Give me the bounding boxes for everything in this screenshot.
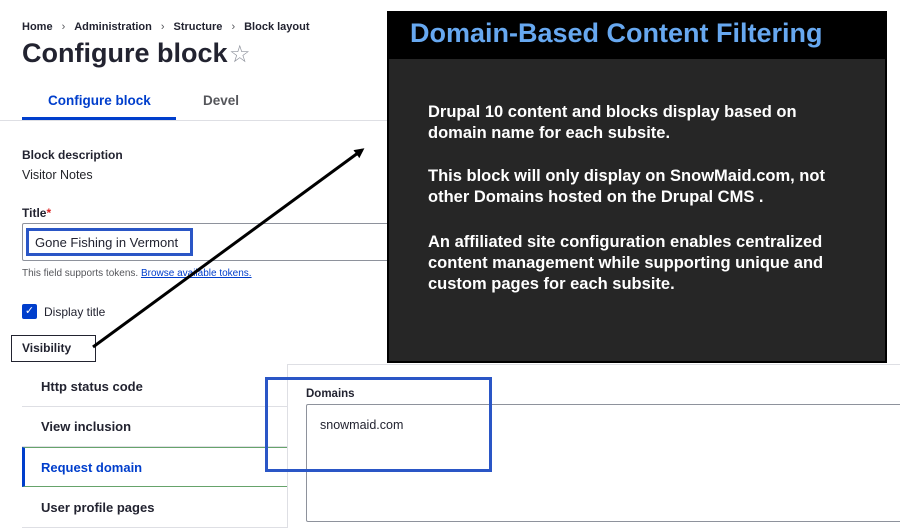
domains-annotation-highlight	[265, 377, 492, 472]
vtab-request-domain[interactable]: Request domain	[22, 447, 287, 487]
callout-title: Domain-Based Content Filtering	[410, 18, 823, 48]
tabs-divider	[0, 120, 390, 121]
breadcrumb-separator: ›	[160, 21, 165, 33]
arrow-line	[92, 148, 365, 349]
vtab-label: View inclusion	[41, 419, 132, 434]
required-marker: *	[46, 206, 52, 220]
vtab-label: Request domain	[41, 460, 143, 475]
active-tab-indicator	[22, 117, 176, 120]
tab-devel[interactable]: Devel	[203, 93, 240, 108]
display-title-checkbox[interactable]: ✓	[22, 304, 37, 319]
callout-body	[387, 59, 887, 363]
breadcrumb-separator: ›	[231, 21, 236, 33]
callout-paragraph: An affiliated site configuration enables…	[428, 233, 824, 293]
breadcrumb-block-layout[interactable]: Block layout	[244, 21, 310, 33]
title-label: Title*	[22, 206, 51, 220]
domains-value[interactable]: snowmaid.com	[320, 418, 404, 432]
visibility-label: Visibility	[22, 341, 72, 355]
title-input-value[interactable]: Gone Fishing in Vermont	[35, 235, 179, 250]
callout-header	[387, 11, 887, 59]
vtab-label: User profile pages	[41, 500, 155, 515]
vtab-view-inclusion[interactable]: View inclusion	[22, 407, 287, 447]
visibility-annotation-box	[11, 335, 96, 362]
callout-paragraph: This block will only display on SnowMaid…	[428, 167, 825, 206]
star-outline-icon[interactable]: ☆	[229, 41, 251, 68]
domains-textarea[interactable]	[306, 404, 900, 522]
breadcrumb-structure[interactable]: Structure	[173, 21, 223, 33]
domains-label: Domains	[306, 388, 355, 400]
title-annotation-highlight	[26, 228, 193, 256]
vtab-http-status-code[interactable]: Http status code	[22, 367, 287, 407]
breadcrumb: Home › Administration › Structure › Block layo…	[22, 21, 310, 33]
page-title: Configure block	[22, 38, 228, 68]
browse-tokens-link[interactable]: Browse available tokens.	[140, 268, 252, 279]
callout-paragraph: Drupal 10 content and blocks display bas…	[428, 103, 797, 142]
block-description-label: Block description	[22, 148, 123, 162]
vtab-label: Http status code	[41, 379, 143, 394]
breadcrumb-home[interactable]: Home	[22, 21, 53, 33]
tab-configure-block[interactable]: Configure block	[48, 93, 151, 108]
block-description-value: Visitor Notes	[22, 168, 93, 182]
tokens-hint: This field supports tokens. Browse avail…	[22, 268, 252, 279]
breadcrumb-separator: ›	[61, 21, 66, 33]
display-title-label: Display title	[44, 305, 106, 319]
tokens-hint-text: This field supports tokens.	[22, 268, 139, 279]
title-label-text: Title	[22, 206, 47, 220]
breadcrumb-administration[interactable]: Administration	[74, 21, 152, 33]
